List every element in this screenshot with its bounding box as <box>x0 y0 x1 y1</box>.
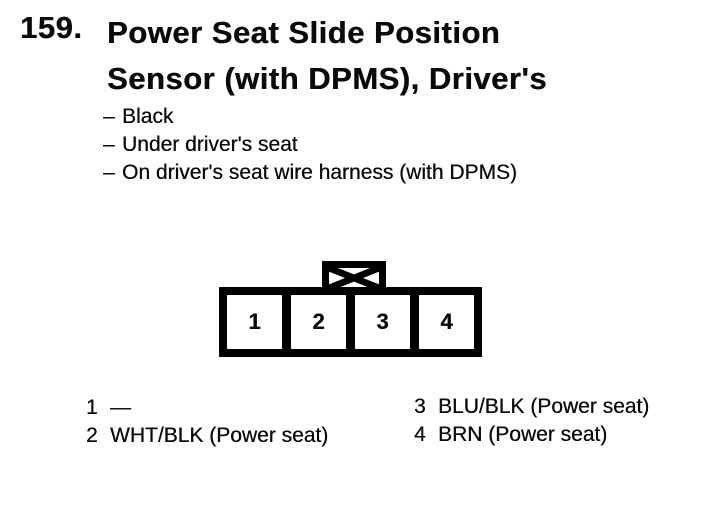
dash-bullet: – <box>103 161 115 184</box>
connector-cavity-3: 3 <box>355 295 410 349</box>
detail-item-color: – Black <box>103 103 517 131</box>
pin-number: 4 <box>414 423 426 446</box>
connector-cavity-4: 4 <box>419 295 474 349</box>
detail-item-harness: – On driver's seat wire harness (with DP… <box>103 159 517 187</box>
pin-wire-label: WHT/BLK (Power seat) <box>110 424 329 447</box>
pin-wire-label: BRN (Power seat) <box>438 423 608 446</box>
pin-number: 1 <box>86 396 98 419</box>
connector-face-diagram: 1 2 3 4 <box>219 287 482 357</box>
connector-cavity-1: 1 <box>227 295 282 349</box>
detail-item-location: – Under driver's seat <box>103 131 517 159</box>
connector-latch-tab <box>322 261 386 288</box>
pin-wire-label: BLU/BLK (Power seat) <box>438 395 650 418</box>
crossed-box-icon <box>329 268 379 288</box>
detail-text: Under driver's seat <box>122 133 298 156</box>
detail-text: Black <box>122 105 174 128</box>
pin-wire-label: — <box>110 396 131 419</box>
pinout-row-1: 1 — <box>86 396 131 420</box>
detail-text: On driver's seat wire harness (with DPMS… <box>122 161 517 184</box>
pinout-row-2: 2 WHT/BLK (Power seat) <box>86 424 328 448</box>
dash-bullet: – <box>103 133 115 156</box>
dash-bullet: – <box>103 105 115 128</box>
section-title-line1: Power Seat Slide Position <box>107 15 501 50</box>
pinout-row-4: 4 BRN (Power seat) <box>414 423 607 447</box>
component-details: – Black – Under driver's seat – On drive… <box>103 103 517 187</box>
section-number: 159. <box>20 10 83 45</box>
section-title-line2: Sensor (with DPMS), Driver's <box>107 61 547 96</box>
section-title: Power Seat Slide Position Sensor (with D… <box>107 10 547 102</box>
pin-number: 2 <box>86 424 98 447</box>
connector-cavity-2: 2 <box>291 295 346 349</box>
pinout-row-3: 3 BLU/BLK (Power seat) <box>414 395 649 419</box>
pin-number: 3 <box>414 395 426 418</box>
